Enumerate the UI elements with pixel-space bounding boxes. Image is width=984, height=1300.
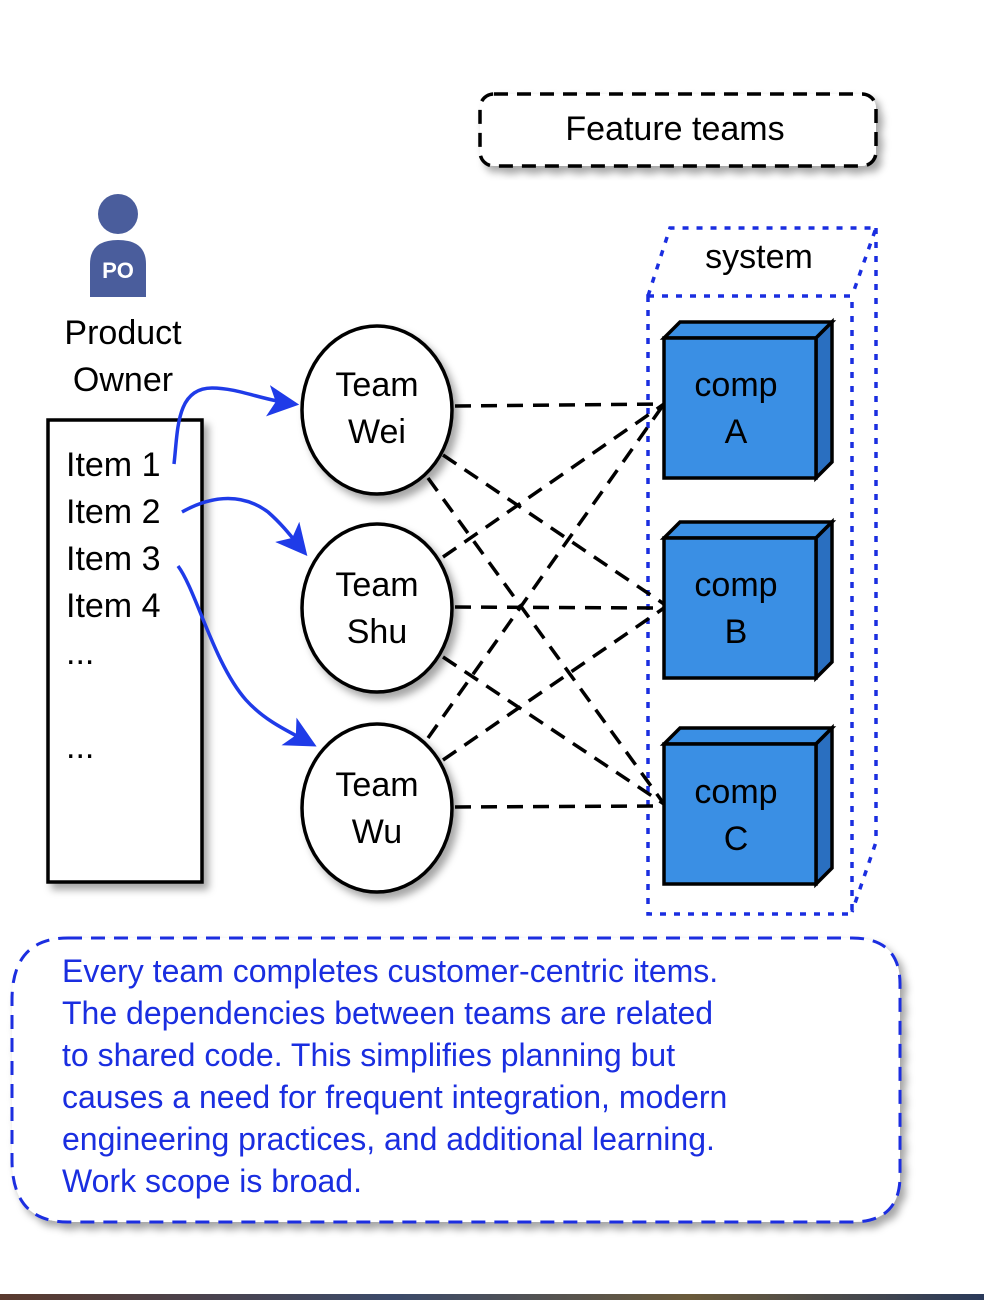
dependency-line	[442, 655, 665, 806]
dependency-line	[454, 402, 665, 408]
system-container: system	[646, 226, 879, 916]
backlog-item: ...	[66, 728, 94, 766]
title-box: Feature teams	[478, 92, 878, 168]
assignment-arrow	[176, 564, 317, 747]
component-label-line2: B	[725, 613, 748, 651]
backlog-item: Item 3	[66, 540, 160, 578]
component-b: comp B	[659, 517, 837, 683]
note-line: The dependencies between teams are relat…	[62, 995, 714, 1031]
team-shu: Team Shu	[300, 522, 454, 694]
note-callout-border	[10, 936, 902, 1224]
assignment-arrows	[172, 385, 317, 747]
dependency-line	[426, 402, 666, 740]
dependency-line	[442, 453, 665, 606]
note-line: engineering practices, and additional le…	[62, 1121, 715, 1157]
dependency-line	[454, 605, 665, 610]
note-line: Work scope is broad.	[62, 1163, 362, 1199]
note-line: to shared code. This simplifies planning…	[62, 1037, 676, 1073]
backlog-item: ...	[66, 634, 94, 672]
assignment-arrow	[172, 385, 300, 465]
component-c: comp C	[659, 723, 837, 889]
dependency-line	[442, 402, 665, 559]
dependency-line	[426, 476, 666, 806]
team-label-line2: Wu	[352, 813, 402, 851]
component-label-line1: comp	[694, 773, 777, 811]
product-owner-label-line1: Product	[64, 314, 182, 352]
team-wei: Team Wei	[300, 324, 454, 496]
assignment-arrow	[181, 496, 308, 557]
team-label-line1: Team	[335, 366, 418, 404]
product-owner-icon: PO	[90, 194, 146, 297]
diagram-title: Feature teams	[565, 110, 784, 148]
backlog-item: Item 2	[66, 493, 160, 531]
dependency-lines	[426, 402, 666, 809]
team-label-line1: Team	[335, 566, 418, 604]
bottom-strip	[0, 1294, 984, 1300]
backlog: Item 1 Item 2 Item 3 Item 4 ... ...	[46, 418, 204, 884]
component-a: comp A	[659, 317, 837, 483]
component-label-line2: A	[725, 413, 748, 451]
team-label-line2: Shu	[347, 613, 408, 651]
note-text: Every team completes customer-centric it…	[62, 950, 882, 1202]
dependency-line	[442, 606, 665, 762]
system-label: system	[705, 238, 813, 276]
product-owner-label-line2: Owner	[73, 361, 173, 399]
team-label-line1: Team	[335, 766, 418, 804]
team-wu: Team Wu	[300, 722, 454, 894]
note-line: Every team completes customer-centric it…	[62, 953, 719, 989]
dependency-line	[454, 804, 665, 809]
backlog-item: Item 4	[66, 587, 160, 625]
component-label-line1: comp	[694, 366, 777, 404]
po-badge: PO	[102, 258, 134, 283]
component-label-line1: comp	[694, 566, 777, 604]
backlog-item: Item 1	[66, 446, 160, 484]
team-label-line2: Wei	[348, 413, 406, 451]
note-line: causes a need for frequent integration, …	[62, 1079, 728, 1115]
component-label-line2: C	[724, 820, 749, 858]
